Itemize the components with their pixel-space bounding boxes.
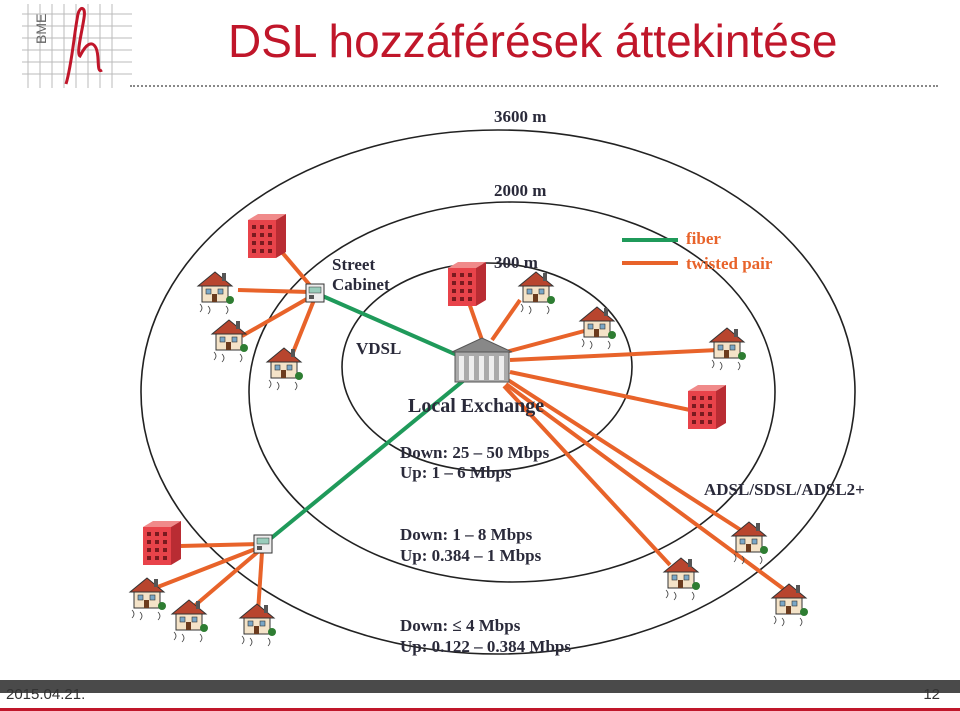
vdsl-label: VDSL <box>356 339 401 358</box>
footer-background <box>0 693 960 711</box>
slide-date: 2015.04.21. <box>6 686 86 703</box>
zone1-down: Down: 25 – 50 Mbps <box>400 443 550 462</box>
footer-accent-line <box>0 708 960 711</box>
ring-label-300m: 300 m <box>494 253 538 272</box>
house <box>771 583 809 627</box>
street-cabinet-label-line1: Street <box>332 255 375 274</box>
house <box>518 271 556 315</box>
page-title: DSL hozzáférések áttekintése <box>228 15 838 67</box>
local-exchange-icon <box>451 337 513 383</box>
street-cabinet-label-line2: Cabinet <box>332 275 390 294</box>
office-building-2 <box>448 262 486 306</box>
slide-footer <box>0 680 960 711</box>
house <box>266 347 304 391</box>
ring-300m <box>341 262 633 472</box>
legend-fiber-label: fiber <box>686 229 721 248</box>
footer-band <box>0 680 960 693</box>
twisted-pair-links-exchange <box>466 298 787 592</box>
page-number: 12 <box>923 686 940 703</box>
office-building-1 <box>248 214 286 258</box>
house <box>171 599 209 643</box>
zone3-down: Down: ≤ 4 Mbps <box>400 616 521 635</box>
zone3-up: Up: 0.122 – 0.384 Mbps <box>400 637 571 656</box>
zone2-down: Down: 1 – 8 Mbps <box>400 525 533 544</box>
twisted-pair-links-cabinet1 <box>237 242 316 361</box>
house <box>197 271 235 315</box>
ring-3600m <box>140 129 856 655</box>
house <box>709 327 747 371</box>
house <box>239 603 277 647</box>
bme-logo: BME <box>22 4 132 88</box>
ring-2000m <box>248 201 776 583</box>
office-building-3 <box>688 385 726 429</box>
local-exchange-label: Local Exchange <box>408 395 544 417</box>
dsl-diagram: fiber twisted pair 3600 m 2000 m 300 m S… <box>129 107 865 656</box>
legend-twisted-pair-label: twisted pair <box>686 254 773 273</box>
title-divider <box>130 85 938 87</box>
zone1-up: Up: 1 – 6 Mbps <box>400 463 512 482</box>
ring-label-3600m: 3600 m <box>494 107 546 126</box>
street-cabinet-1 <box>305 283 325 303</box>
twisted-pair-links-cabinet2 <box>149 542 264 613</box>
zone2-up: Up: 0.384 – 1 Mbps <box>400 546 542 565</box>
house <box>211 319 249 363</box>
ring-label-2000m: 2000 m <box>494 181 546 200</box>
logo-text: BME <box>33 14 49 44</box>
office-building-4 <box>143 521 181 565</box>
fiber-link-exchange-cabinet2 <box>262 370 476 546</box>
street-cabinet-2 <box>253 534 273 554</box>
adsl-label: ADSL/SDSL/ADSL2+ <box>704 480 865 499</box>
